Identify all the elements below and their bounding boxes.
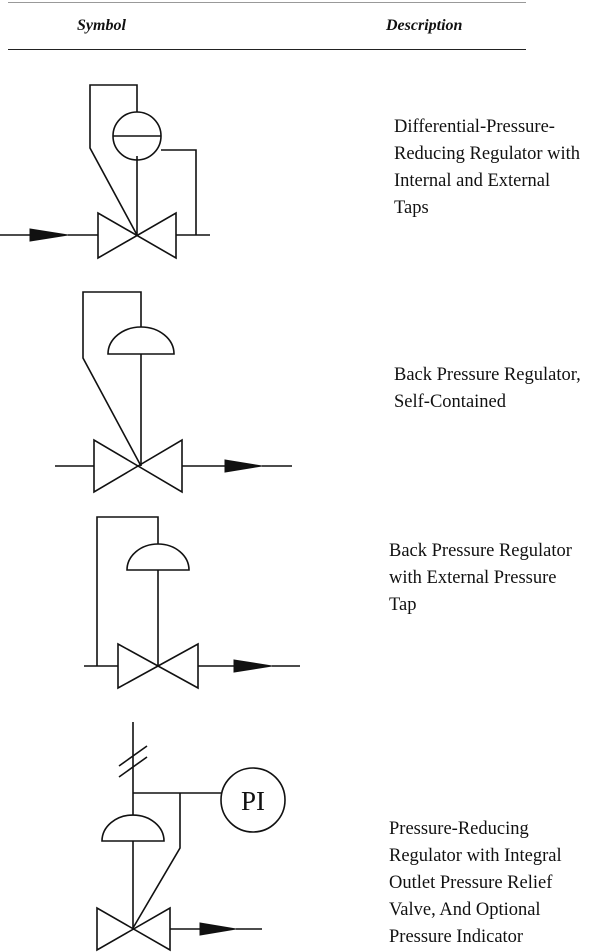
description-back-pressure-regulator-external-tap: Back Pressure Regulator with External Pr… xyxy=(389,541,572,615)
valve-body-icon xyxy=(117,642,199,690)
flow-arrow-icon xyxy=(29,228,69,242)
diaphragm-actuator-icon xyxy=(126,543,190,571)
internal-relief-tap-line xyxy=(132,793,181,929)
description-pressure-reducing-regulator-relief-valve: Pressure-Reducing Regulator with Integra… xyxy=(389,819,562,947)
external-tap-line xyxy=(96,516,159,666)
header-rule xyxy=(8,49,526,50)
back-pressure-regulator-self-contained-symbol xyxy=(55,291,292,494)
valve-body-icon xyxy=(96,906,171,952)
external-tap-line xyxy=(161,149,197,235)
flow-arrow-icon xyxy=(233,659,273,673)
vent-hash-mark xyxy=(118,745,148,767)
flow-arrow-icon xyxy=(199,922,237,936)
pressure-reducing-regulator-relief-valve-symbol: PI xyxy=(96,722,286,952)
vent-hash-mark xyxy=(118,756,148,778)
internal-tap-line xyxy=(82,291,142,467)
top-rule xyxy=(8,2,526,3)
flow-arrow-icon xyxy=(224,459,263,473)
internal-tap-line xyxy=(89,84,138,236)
symbol-column-header: Symbol xyxy=(77,17,126,34)
pressure-indicator-label: PI xyxy=(241,786,265,816)
back-pressure-regulator-external-tap-symbol xyxy=(84,516,300,690)
description-back-pressure-regulator-self-contained: Back Pressure Regulator, Self-Contained xyxy=(394,365,581,412)
differential-pressure-reducing-regulator-symbol xyxy=(0,84,210,260)
description-column-header: Description xyxy=(386,17,463,34)
diaphragm-actuator-icon xyxy=(101,814,165,842)
description-differential-pressure-reducing-regulator: Differential-Pressure- Reducing Regulato… xyxy=(394,117,580,218)
valve-body-icon xyxy=(97,211,177,260)
diaphragm-actuator-icon xyxy=(107,326,175,355)
valve-body-icon xyxy=(93,438,183,494)
pressure-indicator-icon xyxy=(220,767,286,833)
